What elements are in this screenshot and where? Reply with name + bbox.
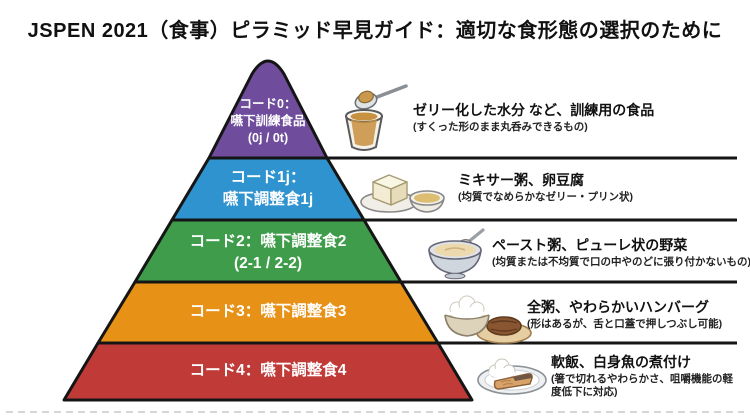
level-4-code: コード4：嚥下調整食4 <box>189 362 347 379</box>
level-3-desc-sub: (形はあるが、舌と口蓋で押しつぶし可能) <box>527 318 723 330</box>
level-3-code: コード3：嚥下調整食3 <box>189 303 347 320</box>
level-1-code: コード1j： <box>230 169 306 186</box>
level-1-name: 嚥下調整食1j <box>222 191 314 208</box>
level-0-subcode: (0j / 0t) <box>247 131 289 145</box>
level-2-subcode: (2-1 / 2-2) <box>233 255 303 272</box>
level-2-code: コード2：嚥下調整食2 <box>189 233 347 250</box>
level-2-desc-sub: (均質または不均質で口の中やのどに張り付かないもの) <box>492 256 750 268</box>
level-1-description: ミキサー粥、卵豆腐 (均質でなめらかなゼリー・プリン状) <box>458 171 633 204</box>
level-3-description: 全粥、やわらかいハンバーグ (形はあるが、舌と口蓋で押しつぶし可能) <box>527 298 722 331</box>
fish-plate-icon <box>477 358 547 395</box>
jelly-cup-icon <box>345 84 408 151</box>
level-0-name: 嚥下訓練食品 <box>230 114 306 128</box>
tofu-and-bowl-icon <box>360 174 445 213</box>
level-0-desc-main: ゼリー化した水分 など、訓練用の食品 <box>413 102 655 118</box>
level-4-desc-main: 軟飯、白身魚の煮付け <box>551 354 691 370</box>
level-0-code: コード0： <box>239 97 297 111</box>
pyramid-level-0-shape <box>207 59 329 160</box>
level-3-desc-main: 全粥、やわらかいハンバーグ <box>527 299 709 315</box>
level-1-label: コード1j： 嚥下調整食1j <box>223 167 313 211</box>
paste-bowl-icon <box>428 228 485 280</box>
level-4-desc-sub: (箸で切れるやわらかさ、咀嚼機能の軽度低下に対応) <box>551 373 733 398</box>
level-4-description: 軟飯、白身魚の煮付け (箸で切れるやわらかさ、咀嚼機能の軽度低下に対応) <box>551 353 737 399</box>
level-1-desc-main: ミキサー粥、卵豆腐 <box>458 172 584 188</box>
level-3-label: コード3：嚥下調整食3 <box>190 301 347 323</box>
level-0-desc-sub: (すくった形のまま丸呑みできるもの) <box>413 121 588 133</box>
level-0-description: ゼリー化した水分 など、訓練用の食品 (すくった形のまま丸呑みできるもの) <box>413 101 654 134</box>
page-title: JSPEN 2021（食事）ピラミッド早見ガイド：適切な食形態の選択のために <box>27 20 723 42</box>
rice-bowl-hamburger-icon <box>444 295 532 344</box>
level-2-description: ペースト粥、ピューレ状の野菜 (均質または不均質で口の中やのどに張り付かないもの… <box>492 236 750 269</box>
level-2-desc-main: ペースト粥、ピューレ状の野菜 <box>492 237 688 253</box>
level-1-desc-sub: (均質でなめらかなゼリー・プリン状) <box>458 191 633 203</box>
level-2-label: コード2：嚥下調整食2 (2-1 / 2-2) <box>190 231 347 275</box>
level-4-label: コード4：嚥下調整食4 <box>190 360 347 382</box>
level-0-label: コード0： 嚥下訓練食品 (0j / 0t) <box>230 96 305 147</box>
